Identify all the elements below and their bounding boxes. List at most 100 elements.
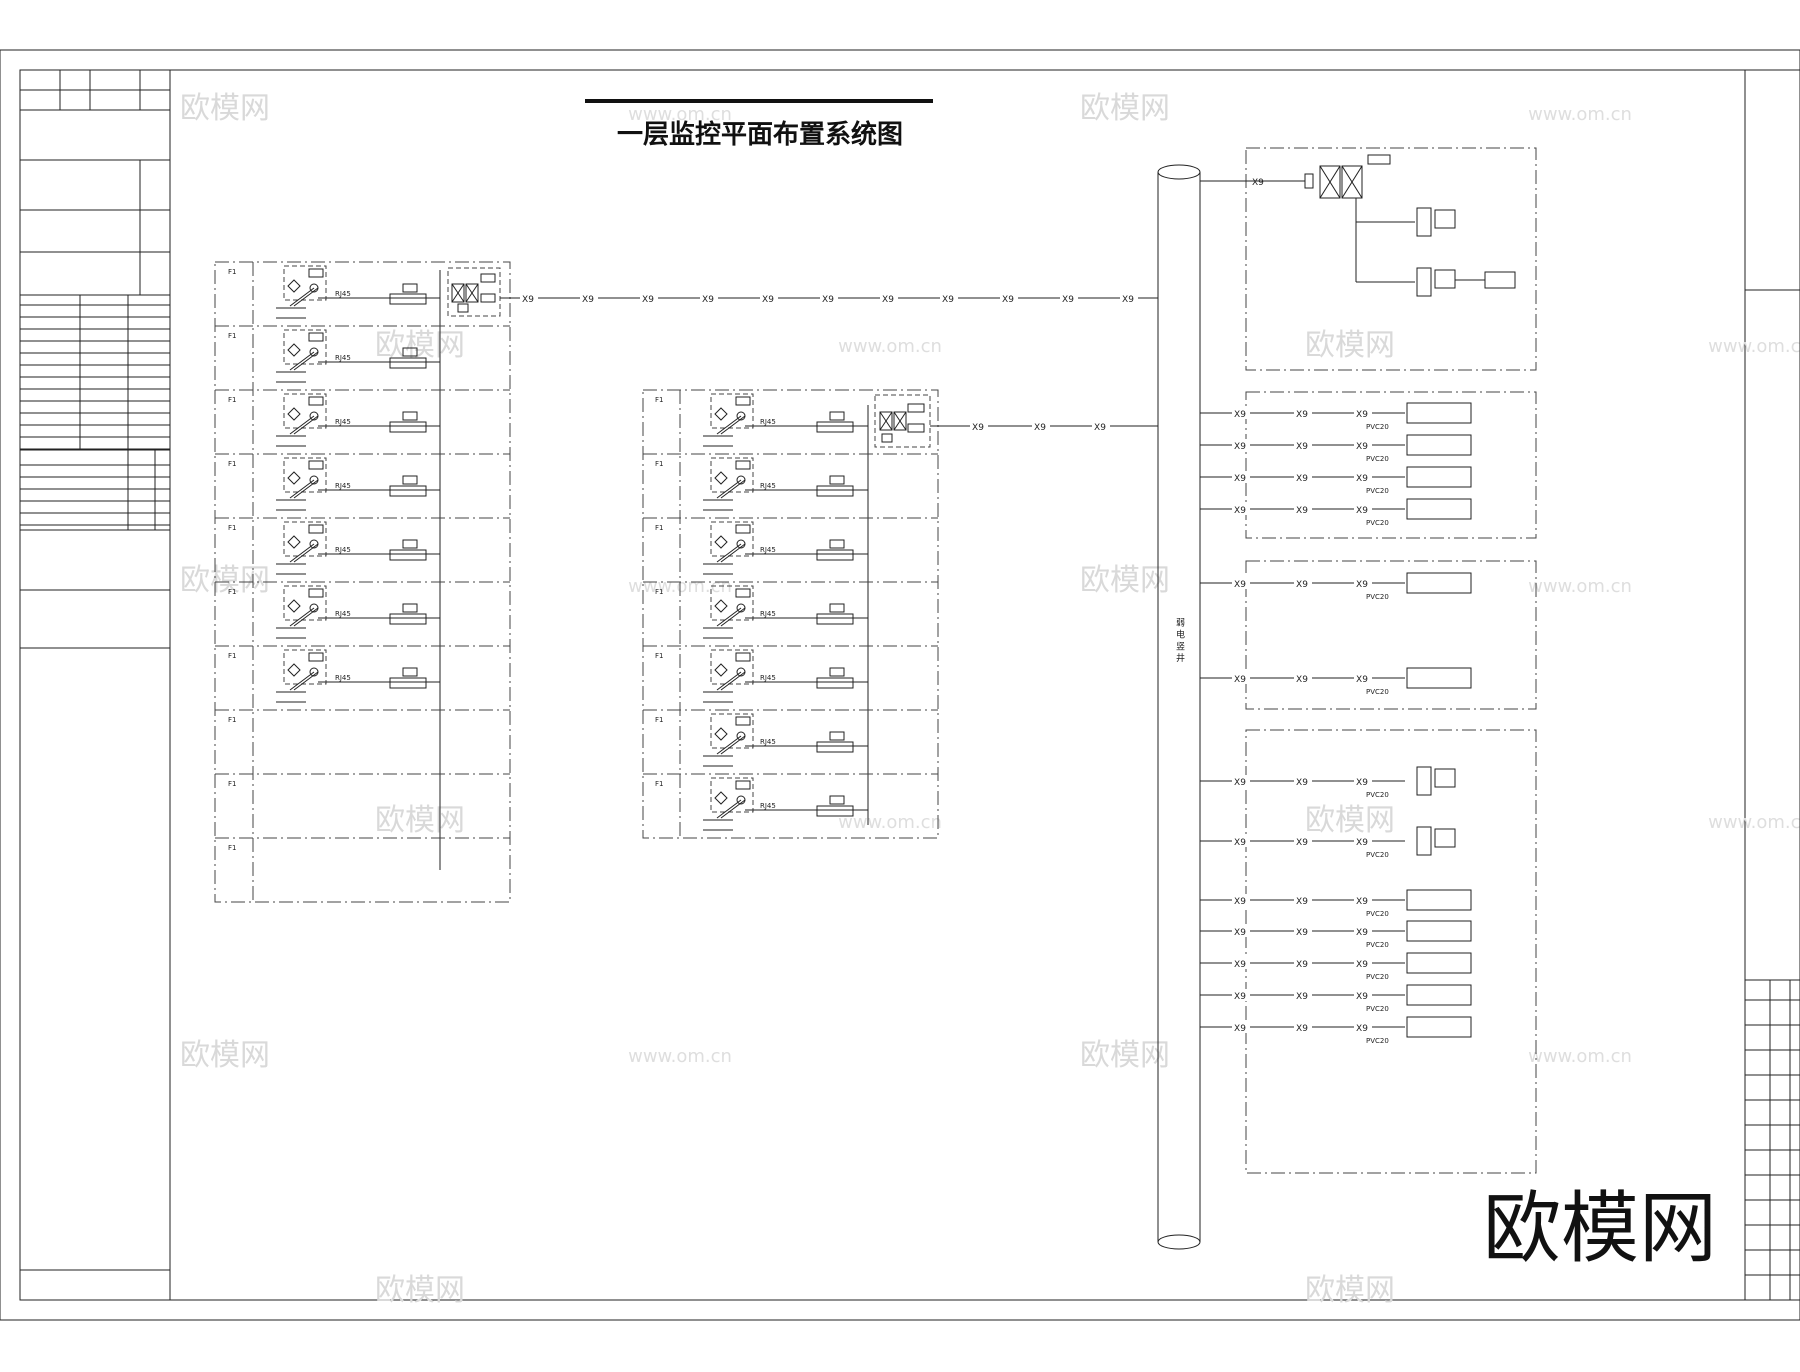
middle-switch-box: [874, 394, 931, 448]
pvc-label: PVC20: [1366, 851, 1389, 859]
cable-label: X9: [1234, 580, 1246, 590]
floor-label: F1: [655, 652, 663, 660]
cable-label: X9: [1356, 1024, 1368, 1034]
cable-label: X9: [1356, 928, 1368, 938]
cable-label: X9: [1296, 960, 1308, 970]
camera-device: RJ45: [703, 777, 868, 831]
cable-label: X9: [1234, 442, 1246, 452]
cable-label: X9: [1094, 423, 1106, 433]
outlet-label: RJ45: [760, 738, 776, 746]
watermark-layer: 欧模网欧模网欧模网欧模网欧模网欧模网欧模网欧模网欧模网欧模网欧模网欧模网www.…: [180, 91, 1800, 1308]
cable-label: X9: [1296, 928, 1308, 938]
cable-label: X9: [1234, 838, 1246, 848]
floor-label: F1: [655, 780, 663, 788]
pvc-label: PVC20: [1366, 1005, 1389, 1013]
cable-label: X9: [1234, 928, 1246, 938]
floor-label: F1: [228, 460, 236, 468]
watermark-logo: 欧模网: [180, 1038, 270, 1073]
floor-label: F1: [228, 524, 236, 532]
floor-label: F1: [228, 396, 236, 404]
cable-label: X9: [762, 295, 774, 305]
pvc-label: PVC20: [1366, 455, 1389, 463]
pvc-label: PVC20: [1366, 519, 1389, 527]
cable-label: X9: [1234, 1024, 1246, 1034]
floor-label: F1: [228, 332, 236, 340]
outlet-label: RJ45: [760, 802, 776, 810]
right-top-switch: [1200, 154, 1516, 297]
pvc-label: PVC20: [1366, 973, 1389, 981]
floor-label: F1: [228, 588, 236, 596]
cable-label: X9: [882, 295, 894, 305]
watermark-logo: 欧模网: [1305, 803, 1395, 838]
outlet-label: RJ45: [335, 674, 351, 682]
cable-label: X9: [1356, 410, 1368, 420]
watermark-url: www.om.cn: [1528, 576, 1632, 597]
cable-label: X9: [1356, 992, 1368, 1002]
watermark-url: www.om.cn: [838, 336, 942, 357]
floor-label: F1: [228, 268, 236, 276]
left-switch-box: [447, 267, 501, 317]
watermark-url: www.om.cn: [1528, 104, 1632, 125]
cable-label: X9: [1234, 410, 1246, 420]
watermark-logo: 欧模网: [1305, 1273, 1395, 1308]
floor-label: F1: [655, 524, 663, 532]
cable-label: X9: [1296, 675, 1308, 685]
camera-device: RJ45: [276, 521, 440, 575]
watermark-logo: 欧模网: [375, 803, 465, 838]
cable-label: X9: [1296, 778, 1308, 788]
outlet-label: RJ45: [335, 418, 351, 426]
watermark-logo: 欧模网: [1080, 563, 1170, 598]
pvc-label: PVC20: [1366, 593, 1389, 601]
cable-label: X9: [1034, 423, 1046, 433]
pvc-label: PVC20: [1366, 688, 1389, 696]
pvc-label: PVC20: [1366, 487, 1389, 495]
outlet-label: RJ45: [760, 482, 776, 490]
cable-label: X9: [1296, 992, 1308, 1002]
watermark-logo: 欧模网: [180, 563, 270, 598]
cable-label: X9: [1356, 960, 1368, 970]
brand-logo: 欧模网: [1483, 1184, 1717, 1274]
outlet-label: RJ45: [335, 610, 351, 618]
pvc-label: PVC20: [1366, 791, 1389, 799]
watermark-logo: 欧模网: [1080, 91, 1170, 126]
cable-label: X9: [1296, 580, 1308, 590]
riser-label: 弱 电 竖 井: [1174, 618, 1185, 664]
middle-floor-group: F1RJ45F1RJ45F1RJ45F1RJ45F1RJ45F1RJ45F1RJ…: [642, 389, 939, 839]
camera-device: RJ45: [276, 265, 440, 319]
right-title-strip: [1745, 289, 1800, 1300]
watermark-logo: 欧模网: [1080, 1038, 1170, 1073]
right-box-4: [1245, 729, 1537, 1174]
camera-device: RJ45: [703, 713, 868, 767]
cable-label: X9: [1296, 506, 1308, 516]
camera-device: RJ45: [703, 521, 868, 575]
camera-device: RJ45: [703, 649, 868, 703]
cable-label: X9: [1296, 1024, 1308, 1034]
right-box-3: [1245, 560, 1537, 710]
cable-label: X9: [822, 295, 834, 305]
cable-label: X9: [1234, 897, 1246, 907]
floor-label: F1: [655, 460, 663, 468]
camera-device: RJ45: [276, 649, 440, 703]
watermark-url: www.om.cn: [628, 104, 732, 125]
floor-label: F1: [655, 396, 663, 404]
cable-label: X9: [1002, 295, 1014, 305]
outlet-label: RJ45: [760, 418, 776, 426]
outlet-label: RJ45: [760, 610, 776, 618]
cable-label: X9: [1122, 295, 1134, 305]
camera-device: RJ45: [276, 393, 440, 447]
cable-label: X9: [1296, 897, 1308, 907]
cable-label: X9: [1356, 442, 1368, 452]
camera-device: RJ45: [703, 457, 868, 511]
cable-label: X9: [942, 295, 954, 305]
cable-label: X9: [1356, 580, 1368, 590]
watermark-url: www.om.cn: [838, 812, 942, 833]
